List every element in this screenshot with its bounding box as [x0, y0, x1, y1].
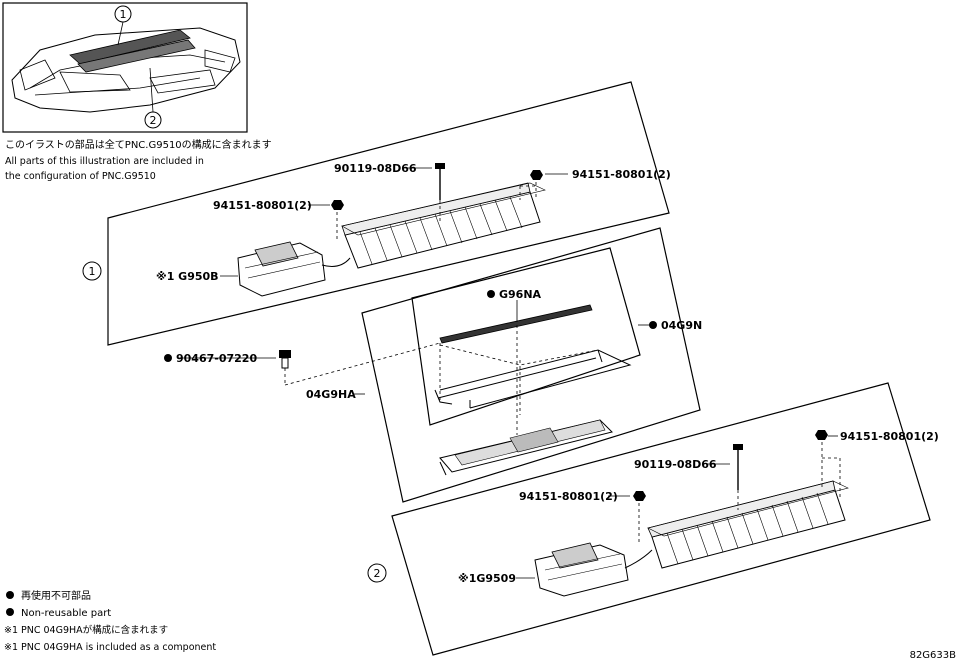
- label-nut-1-right: 94151-80801(2): [572, 168, 671, 181]
- nut-2-left: [633, 491, 646, 501]
- assembly-04g9ha-frame: [361, 227, 701, 503]
- module-g950b: [237, 241, 351, 297]
- label-module-g950b: ※1 G950B: [156, 270, 219, 283]
- group-1-frame: [107, 81, 670, 346]
- inset-stack-2: [77, 39, 196, 73]
- tray: [439, 419, 613, 476]
- legend-note1-ja: ※1 PNC 04G9HAが構成に含まれます: [4, 624, 168, 636]
- nonreusable-dot-box: [649, 321, 657, 329]
- legend-nonreusable-ja: 再使用不可部品: [21, 589, 91, 602]
- group-2-frame: [391, 382, 931, 656]
- label-box-04g9n: 04G9N: [661, 319, 702, 332]
- label-nut-1-left: 94151-80801(2): [213, 199, 312, 212]
- seal-g96na: [439, 304, 593, 344]
- label-module-g9509: ※1G9509: [458, 572, 516, 585]
- legend-dot-ja: [6, 591, 14, 599]
- label-clip: 90467-07220: [176, 352, 257, 365]
- group-1-callout: 1: [89, 265, 96, 278]
- group-2-callout-circle: [367, 563, 387, 583]
- inset-frame: [2, 2, 248, 133]
- group-2-callout: 2: [374, 567, 381, 580]
- inset-callout-1-circle: [114, 5, 132, 23]
- label-seal-g96na: G96NA: [499, 288, 542, 301]
- inset-callout-1: 1: [120, 8, 127, 21]
- legend-dot-en: [6, 608, 14, 616]
- nut-1-left: [331, 200, 344, 210]
- inset-illustration: 1 2: [2, 2, 248, 133]
- bolt-1-head: [435, 163, 445, 169]
- inset-tray: [11, 27, 241, 113]
- nonreusable-dot-clip: [164, 354, 172, 362]
- nonreusable-dot-seal: [487, 290, 495, 298]
- legend-nonreusable-en: Non-reusable part: [21, 608, 111, 619]
- label-bolt-1: 90119-08D66: [334, 162, 417, 175]
- inset-stack-1: [69, 29, 191, 65]
- inset-callout-2-circle: [144, 111, 162, 129]
- group-2-panel: 94151-80801(2) 90119-08D66 94151-80801(2…: [367, 382, 939, 656]
- label-nut-2-left: 94151-80801(2): [519, 490, 618, 503]
- figure-id: 82G633B: [910, 650, 957, 661]
- label-nut-2-right: 94151-80801(2): [840, 430, 939, 443]
- clip-90467: [279, 350, 291, 369]
- nut-2-right: [815, 430, 828, 440]
- label-assembly-04g9ha: 04G9HA: [306, 388, 356, 401]
- module-g9509: [534, 542, 653, 597]
- label-bolt-2: 90119-08D66: [634, 458, 717, 471]
- bolt-2-head: [733, 444, 743, 450]
- middle-panel: 90467-07220 04G9HA 04G9N G96NA: [164, 227, 702, 503]
- group-1-panel: 90119-08D66 94151-80801(2) 94151-80801(2…: [82, 81, 671, 346]
- inset-note-ja: このイラストの部品は全てPNC.G9510の構成に含まれます: [5, 138, 272, 151]
- box-04g9n-frame: [411, 247, 641, 426]
- inset-callout-2: 2: [150, 114, 157, 127]
- legend-note1-en: ※1 PNC 04G9HA is included as a component: [4, 642, 216, 653]
- inset-note-en-1: All parts of this illustration are inclu…: [5, 156, 204, 167]
- inset-note-en-2: the configuration of PNC.G9510: [5, 171, 156, 182]
- nut-1-right: [530, 170, 543, 180]
- bracket: [434, 349, 632, 409]
- battery-stack-1: [341, 182, 546, 269]
- battery-stack-2: [647, 480, 849, 569]
- group-1-callout-circle: [82, 261, 102, 281]
- legend: 再使用不可部品 Non-reusable part ※1 PNC 04G9HAが…: [4, 589, 216, 653]
